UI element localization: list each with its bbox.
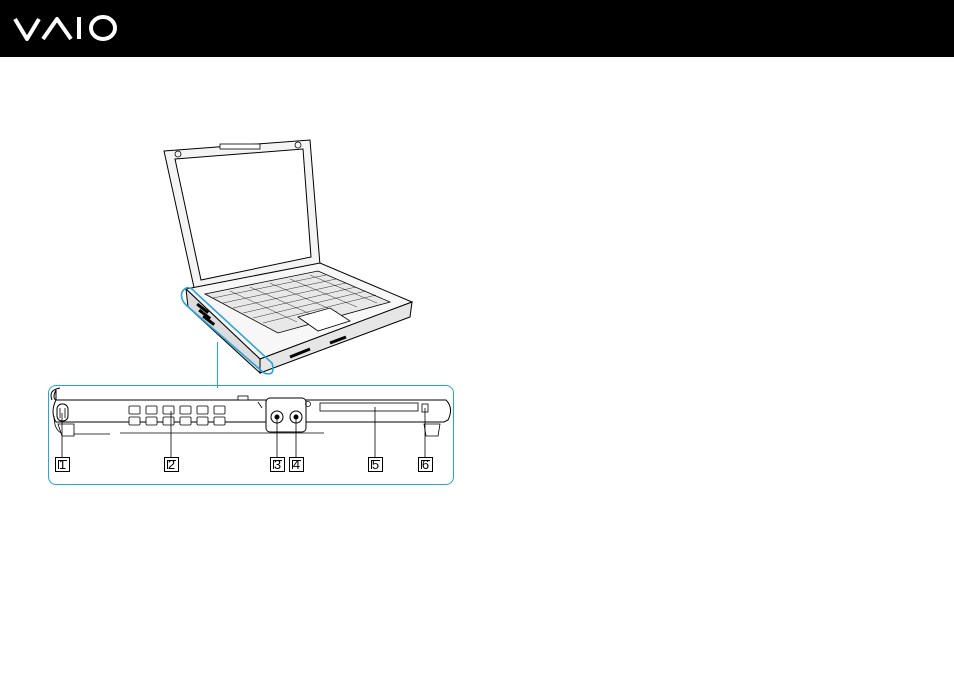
callout-number: 4 [289, 457, 304, 472]
leader-line [217, 342, 218, 388]
laptop-illustration [160, 137, 420, 377]
header-bar [0, 0, 954, 57]
callout-number: 2 [164, 457, 179, 472]
callout-number: 6 [418, 457, 433, 472]
callout-number: 1 [55, 457, 70, 472]
callout-number: 3 [270, 457, 285, 472]
left-side-view [50, 386, 454, 484]
vaio-logo-icon [13, 13, 119, 43]
callout-number: 5 [368, 457, 383, 472]
